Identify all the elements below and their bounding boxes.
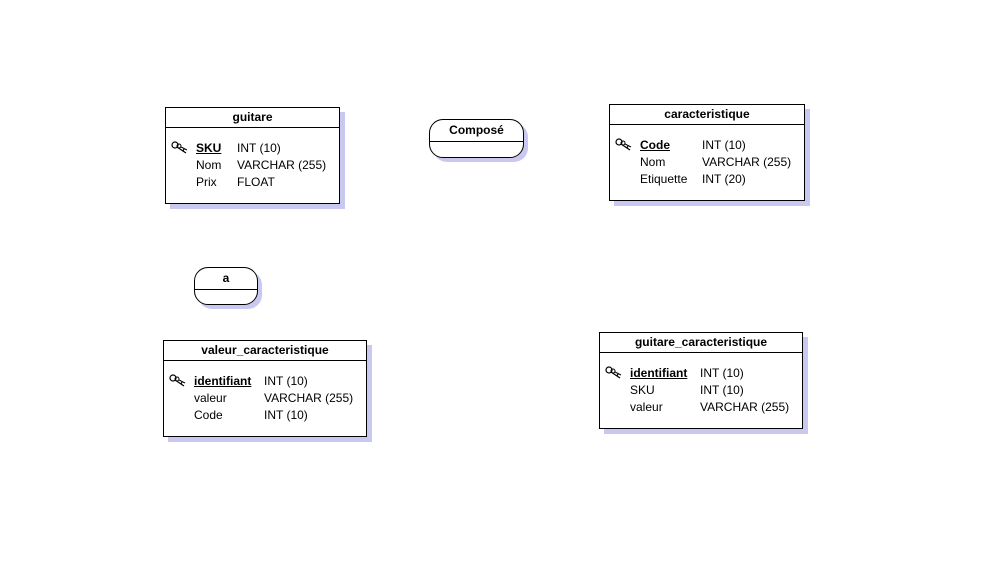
attribute-name: Code [194,408,223,422]
attribute-type: INT (10) [237,141,281,155]
attribute-row-sku: SKU INT (10) [600,382,802,399]
entity-valeur-caracteristique[interactable]: valeur_caracteristique identifiant INT (… [163,340,367,437]
attribute-type: VARCHAR (255) [237,158,327,172]
attribute-type: VARCHAR (255) [264,391,354,405]
attribute-list: SKU INT (10) Nom VARCHAR (255) Prix FLOA… [166,128,339,191]
association-a[interactable]: a [194,267,258,305]
attribute-name: Nom [196,158,222,172]
attribute-name: Prix [196,175,217,189]
attribute-list: identifiant INT (10) valeur VARCHAR (255… [164,361,366,424]
entity-title: guitare_caracteristique [600,333,802,353]
association-title: Composé [430,120,523,142]
entity-guitare[interactable]: guitare SKU INT (10) Nom VARCHAR (255) P… [165,107,340,204]
key-icon [615,138,632,151]
attribute-type: INT (10) [702,138,746,152]
attribute-name: SKU [630,383,655,397]
attribute-row-code: Code INT (10) [610,137,804,154]
key-icon [605,366,622,379]
attribute-name: valeur [194,391,227,405]
attribute-row-code: Code INT (10) [164,407,366,424]
attribute-list: identifiant INT (10) SKU INT (10) valeur… [600,353,802,416]
attribute-row-identifiant: identifiant INT (10) [164,373,366,390]
entity-title: guitare [166,108,339,128]
attribute-row-valeur: valeur VARCHAR (255) [164,390,366,407]
attribute-name: identifiant [194,374,252,388]
attribute-name: Nom [640,155,666,169]
attribute-row-nom: Nom VARCHAR (255) [166,157,339,174]
association-compose[interactable]: Composé [429,119,524,158]
attribute-type: INT (20) [702,172,746,186]
entity-caracteristique[interactable]: caracteristique Code INT (10) Nom VARCHA… [609,104,805,201]
attribute-type: FLOAT [237,175,275,189]
attribute-type: INT (10) [700,366,744,380]
attribute-name: Code [640,138,670,152]
attribute-name: Etiquette [640,172,688,186]
key-icon [171,141,188,154]
entity-title: valeur_caracteristique [164,341,366,361]
attribute-name: valeur [630,400,663,414]
attribute-name: SKU [196,141,222,155]
entity-title: caracteristique [610,105,804,125]
attribute-row-identifiant: identifiant INT (10) [600,365,802,382]
attribute-type: INT (10) [700,383,744,397]
attribute-row-prix: Prix FLOAT [166,174,339,191]
attribute-row-valeur: valeur VARCHAR (255) [600,399,802,416]
attribute-row-sku: SKU INT (10) [166,140,339,157]
key-icon [169,374,186,387]
attribute-row-etiquette: Etiquette INT (20) [610,171,804,188]
attribute-type: INT (10) [264,374,308,388]
attribute-type: VARCHAR (255) [700,400,790,414]
attribute-list: Code INT (10) Nom VARCHAR (255) Etiquett… [610,125,804,188]
attribute-type: VARCHAR (255) [702,155,792,169]
association-title: a [195,268,257,290]
attribute-row-nom: Nom VARCHAR (255) [610,154,804,171]
attribute-type: INT (10) [264,408,308,422]
entity-guitare-caracteristique[interactable]: guitare_caracteristique identifiant INT … [599,332,803,429]
attribute-name: identifiant [630,366,688,380]
